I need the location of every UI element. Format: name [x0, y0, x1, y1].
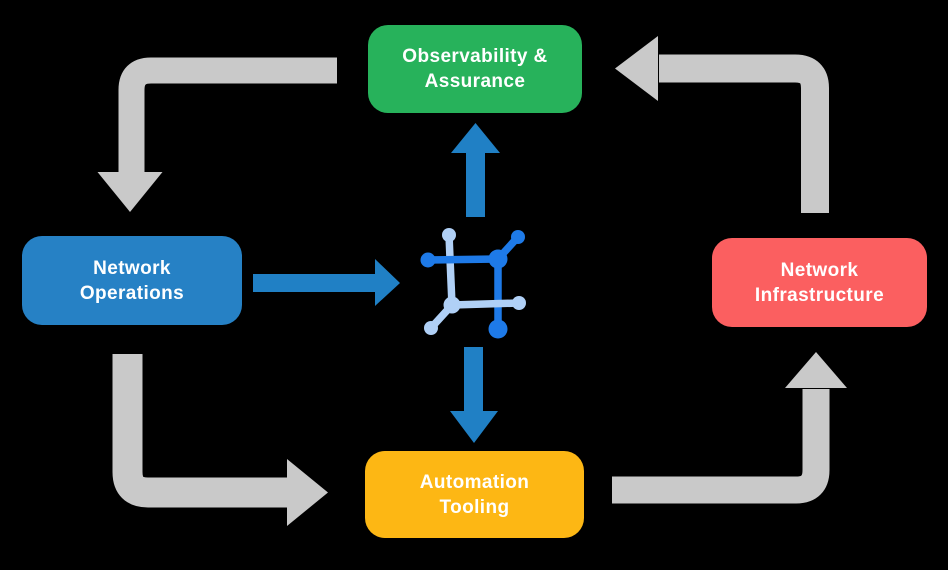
- cycle-arrow-operations-to-tooling: [112, 354, 328, 526]
- node-label-line: Automation: [419, 471, 530, 493]
- arrowhead-left: [615, 36, 658, 101]
- arrowhead-up: [451, 123, 500, 153]
- node-label-line: Assurance: [424, 71, 526, 92]
- flow-arrow-center-to-observability: [451, 123, 500, 217]
- node-observability-assurance: Observability & Assurance: [368, 25, 582, 113]
- node-label-line: Operations: [79, 282, 185, 304]
- network-node-icon: [420, 228, 526, 339]
- cycle-arrow-observability-to-operations: [97, 57, 337, 212]
- network-icon-light-under: [442, 228, 456, 309]
- node-label-line: Tooling: [439, 496, 510, 518]
- cycle-arrow-infrastructure-to-observability: [615, 36, 829, 213]
- network-icon-dark: [420, 230, 525, 339]
- node-label-line: Infrastructure: [754, 284, 885, 306]
- arrowhead-right: [375, 259, 400, 306]
- arrowhead-down: [97, 172, 163, 212]
- arrowhead-up: [785, 352, 847, 388]
- cycle-arrow-tooling-to-infrastructure: [612, 352, 847, 504]
- flow-arrow-center-to-tooling: [450, 347, 498, 443]
- network-icon-light-over: [424, 296, 526, 335]
- node-automation-tooling: Automation Tooling: [365, 451, 584, 538]
- arrowhead-down: [450, 411, 498, 443]
- flow-arrow-operations-to-center: [253, 259, 400, 306]
- node-label-line: Network: [93, 257, 171, 279]
- node-label-line: Observability &: [402, 46, 548, 67]
- node-label-line: Network: [780, 259, 859, 281]
- arrowhead-right: [287, 459, 328, 526]
- node-network-infrastructure: Network Infrastructure: [712, 238, 927, 327]
- node-network-operations: Network Operations: [22, 236, 242, 325]
